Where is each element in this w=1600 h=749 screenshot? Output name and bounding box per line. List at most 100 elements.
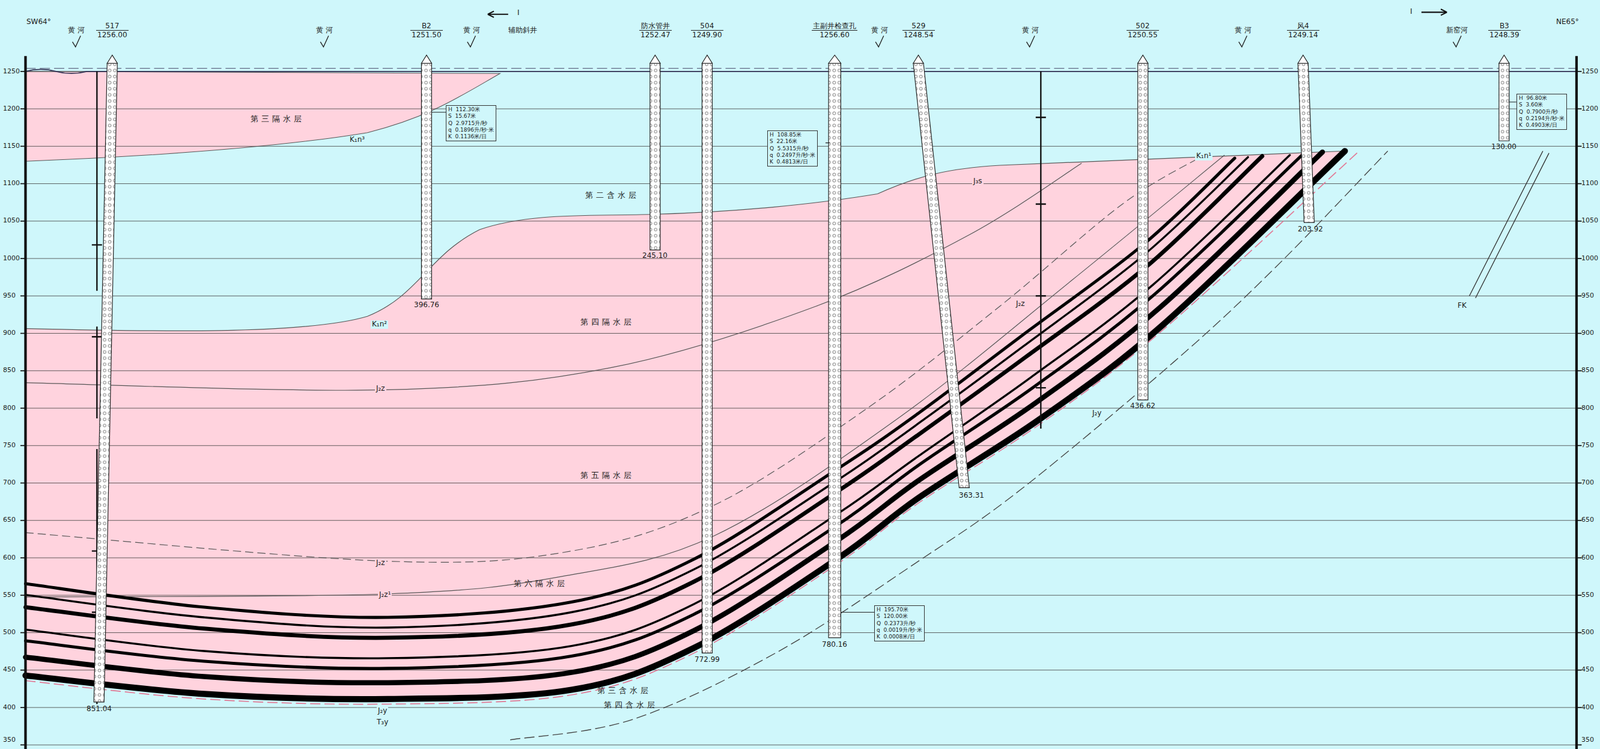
depth-label: 851.04 [85, 704, 113, 714]
depth-label: 780.16 [820, 640, 849, 649]
elevation-gridline [25, 370, 1576, 371]
test-parameter: H 108.85米 [769, 131, 816, 139]
coal-seam [25, 153, 1303, 669]
elevation-label: 950 [1, 292, 17, 300]
formation-code: K₁n³ [348, 135, 366, 145]
river-symbol [1452, 35, 1462, 47]
table-leaders [431, 102, 1516, 613]
collar-elevation: 1248.39 [1488, 30, 1521, 40]
collar-elevation: 1256.60 [811, 30, 858, 40]
elevation-label: 350 [1, 736, 17, 744]
borehole-name: B2 [410, 21, 443, 31]
river-symbol [320, 35, 329, 47]
collar-elevation: 1252.47 [639, 30, 672, 40]
elevation-label: 550 [1580, 591, 1596, 600]
test-parameter: q 0.1896升/秒·米 [448, 126, 494, 134]
elevation-label: 650 [1580, 516, 1596, 524]
direction-label: SW64° [25, 18, 53, 27]
borehole-name: B3 [1488, 21, 1521, 31]
river-symbol [467, 35, 476, 47]
layer-name: 第四隔水层 [579, 317, 636, 327]
collar-elevation: 1249.90 [690, 30, 724, 40]
layer-name: 第六隔水层 [512, 579, 569, 589]
depth-label: 396.76 [412, 301, 441, 310]
borehole-name: 517 [96, 21, 129, 31]
borehole-collar [106, 55, 118, 64]
test-parameter: K 0.0008米/日 [876, 633, 923, 640]
interval-bars [91, 71, 1047, 704]
borehole-header: B31248.39 [1488, 21, 1521, 40]
elevation-label: 600 [1, 553, 17, 562]
river-symbol [1026, 35, 1036, 47]
borehole-column [1297, 63, 1315, 223]
elevation-label: 1150 [1580, 142, 1600, 151]
pumping-test-table: H 108.85米S 22.16米Q 5.5315升/秒q 0.2497升/秒·… [767, 130, 818, 167]
elevation-label: 550 [1, 591, 17, 600]
elevation-gridline [25, 295, 1576, 297]
section-mark: Ⅰ [516, 9, 521, 18]
elevation-label: 750 [1580, 441, 1596, 450]
collar-elevation: 1250.55 [1126, 30, 1159, 40]
borehole-name: 风4 [1286, 21, 1320, 31]
borehole-collar [1297, 55, 1308, 64]
depth-label: 203.92 [1296, 225, 1325, 234]
test-parameter: S 3.60米 [1518, 101, 1565, 109]
borehole-header: B21251.50 [410, 21, 443, 40]
elevation-label: 1050 [1, 216, 22, 225]
depth-label: 772.99 [693, 655, 721, 664]
depth-label: 245.10 [641, 251, 669, 261]
place-name: 黄 河 [1233, 26, 1253, 35]
layer-name: 第三含水层 [596, 686, 653, 696]
layer-name: 第三隔水层 [249, 114, 306, 124]
elevation-label: 650 [1, 516, 17, 524]
borehole-name: 502 [1126, 21, 1159, 31]
elevation-label: 400 [1, 703, 17, 712]
test-parameter: S 120.00米 [876, 612, 923, 620]
elevation-gridline [25, 220, 1576, 222]
pumping-test-table: H 195.70米S 120.00米Q 0.2373升/秒q 0.0019升/秒… [874, 605, 925, 642]
borehole-column [701, 63, 712, 653]
place-name: 新窑河 [1444, 26, 1470, 35]
place-name: 黄 河 [66, 26, 86, 35]
elevation-label: 800 [1, 404, 17, 413]
borehole-header: 5021250.55 [1126, 21, 1159, 40]
section-arrows [487, 9, 1447, 18]
coal-seam [25, 156, 1248, 628]
test-parameter: Q 5.5315升/秒 [769, 145, 816, 153]
pumping-test-table: H 96.80米S 3.60米Q 0.7900升/秒q 0.2194升/秒·米K… [1516, 93, 1567, 130]
fault-line [1469, 150, 1549, 298]
collar-elevation: 1248.54 [902, 30, 935, 40]
borehole-collar [1499, 55, 1510, 64]
borehole-name: 504 [690, 21, 724, 31]
borehole-column [93, 63, 118, 702]
borehole-header: 主副井检查孔1256.60 [811, 21, 858, 40]
aquifer-boundary [25, 150, 1360, 704]
test-parameter: H 96.80米 [1518, 94, 1565, 102]
elevation-gridline [25, 445, 1576, 446]
collar-elevation: 1249.14 [1286, 30, 1320, 40]
ground-surface [25, 69, 1576, 74]
place-name: 黄 河 [1020, 26, 1041, 35]
strata-lines [20, 71, 1582, 745]
formation-code: J₂z [1014, 299, 1027, 309]
elevation-gridline [25, 482, 1576, 484]
section-mark: Ⅰ [1408, 7, 1414, 17]
depth-label: 130.00 [1490, 142, 1518, 152]
test-parameter: K 0.1136米/日 [448, 133, 494, 140]
elevation-gridline [25, 556, 1576, 558]
borehole-name: 防水管井 [639, 21, 672, 31]
elevation-label: 1150 [1, 142, 22, 151]
borehole-collar [913, 55, 924, 64]
formation-code: K₁n¹ [1195, 152, 1213, 161]
water-table [25, 67, 1576, 69]
place-name: 黄 河 [462, 26, 482, 35]
elevation-label: 450 [1580, 665, 1596, 674]
formation-code: J₂z¹ [377, 590, 392, 600]
borehole-name: 529 [902, 21, 935, 31]
left-axis [24, 55, 27, 749]
formation-code: J₂y [376, 706, 389, 715]
formation-boundary [25, 155, 1205, 562]
elevation-label: 1200 [1580, 105, 1600, 113]
borehole-column [1499, 63, 1510, 141]
